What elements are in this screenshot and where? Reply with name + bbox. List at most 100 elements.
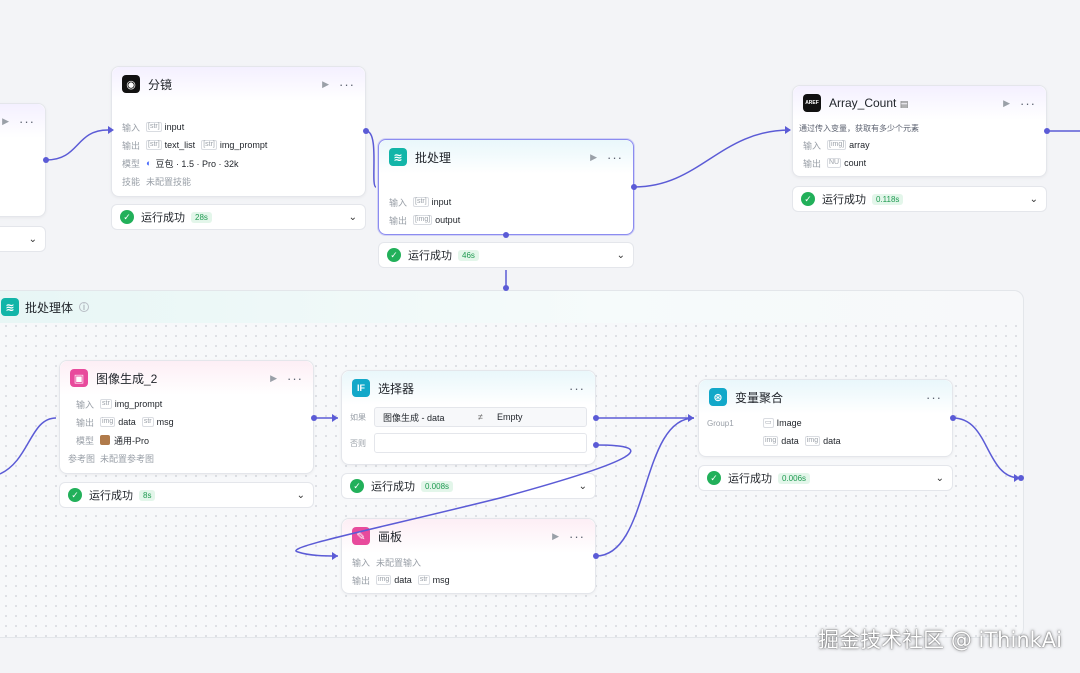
output-label: 输出 xyxy=(352,575,371,586)
chevron-down-icon[interactable]: ⌄ xyxy=(935,472,944,484)
wire xyxy=(365,130,377,188)
output-var: data xyxy=(118,417,136,427)
input-label: 输入 xyxy=(76,399,95,410)
type-tag: [img] xyxy=(827,140,847,150)
chevron-down-icon[interactable]: ⌄ xyxy=(28,233,37,245)
output-label: 输出 xyxy=(389,215,408,226)
output-port[interactable] xyxy=(43,157,49,163)
node-title-text: Array_Count xyxy=(829,96,897,110)
node-title: 分镜 xyxy=(148,77,173,92)
output-port[interactable] xyxy=(311,415,317,421)
output-var: img_prompt xyxy=(219,140,268,150)
model-icon: ◐ xyxy=(146,158,152,168)
type-tag: img xyxy=(376,575,392,585)
node-title: 选择器 xyxy=(378,381,415,396)
more-icon[interactable]: ··· xyxy=(926,389,942,405)
status-time: 28s xyxy=(191,211,212,223)
chevron-down-icon[interactable]: ⌄ xyxy=(1029,193,1038,205)
play-icon[interactable]: ▶ xyxy=(590,151,597,162)
status-time: 8s xyxy=(139,489,156,501)
status-aggregate[interactable]: ✓ 运行成功 0.006s ⌄ xyxy=(698,465,953,491)
model-value: 豆包 · 1.5 · Pro · 32k xyxy=(155,158,239,169)
node-title: 图像生成_2 xyxy=(96,371,158,386)
check-circle-icon: ✓ xyxy=(350,479,364,493)
group-top-port[interactable] xyxy=(503,285,509,291)
play-icon[interactable]: ▶ xyxy=(322,78,329,89)
status-text: 运行成功 xyxy=(822,194,866,206)
output-port[interactable] xyxy=(631,184,637,190)
more-icon[interactable]: ··· xyxy=(569,528,585,544)
else-row[interactable] xyxy=(374,433,587,453)
play-icon[interactable]: ▶ xyxy=(2,115,9,126)
merge-icon: ⊛ xyxy=(709,388,727,406)
model-thumbnail xyxy=(100,435,110,445)
condition-left: 图像生成 - data xyxy=(383,412,445,423)
output-var: data xyxy=(394,575,412,585)
status-time: 0.118s xyxy=(872,193,904,205)
node-selector[interactable]: IF 选择器 ··· 如果 图像生成 - data ≠ Empty 否则 xyxy=(341,370,596,465)
doc-icon[interactable]: ▤ xyxy=(899,99,909,109)
type-tag: [img] xyxy=(413,215,433,225)
arrow-head xyxy=(785,126,791,134)
if-label: 如果 xyxy=(350,412,366,422)
output-label: 输出 xyxy=(76,417,95,428)
status-batch[interactable]: ✓ 运行成功 46s ⌄ xyxy=(378,242,634,268)
info-icon[interactable]: i xyxy=(79,302,90,312)
more-icon[interactable]: ··· xyxy=(287,370,303,386)
output-port[interactable] xyxy=(593,553,599,559)
watermark: 掘金技术社区 @ iThinkAi xyxy=(818,628,1062,652)
node-batch[interactable]: ≋ 批处理 ▶ ··· 输入[str]input 输出[img]output xyxy=(378,139,634,235)
condition-right: Empty xyxy=(496,412,523,422)
status-storyboard[interactable]: ✓ 运行成功 28s ⌄ xyxy=(111,204,366,230)
layers-icon: ≋ xyxy=(1,298,19,316)
else-output-port[interactable] xyxy=(593,442,599,448)
output-label: 输出 xyxy=(122,140,141,151)
partial-node-left[interactable]: ▶ ··· xyxy=(0,103,46,217)
more-icon[interactable]: ··· xyxy=(339,76,355,92)
play-icon[interactable]: ▶ xyxy=(270,372,277,383)
more-icon[interactable]: ··· xyxy=(1020,95,1036,111)
condition-row[interactable]: 图像生成 - data ≠ Empty xyxy=(374,407,587,427)
more-icon[interactable]: ··· xyxy=(607,149,623,165)
check-circle-icon: ✓ xyxy=(801,192,815,206)
check-circle-icon: ✓ xyxy=(707,471,721,485)
if-output-port[interactable] xyxy=(593,415,599,421)
output-port[interactable] xyxy=(950,415,956,421)
partial-status-left[interactable]: ⌄ xyxy=(0,226,46,252)
more-icon[interactable]: ··· xyxy=(19,113,35,129)
model-value: 通用-Pro xyxy=(114,435,150,446)
status-array-count[interactable]: ✓ 运行成功 0.118s ⌄ xyxy=(792,186,1047,212)
more-icon[interactable]: ··· xyxy=(569,380,585,396)
wire xyxy=(633,129,791,188)
type-tag: img xyxy=(763,436,779,446)
aggregate-item: Image xyxy=(776,418,802,428)
output-var: msg xyxy=(156,417,174,427)
batch-bottom-port[interactable] xyxy=(503,232,509,238)
group-end-port[interactable] xyxy=(1018,475,1024,481)
chevron-down-icon[interactable]: ⌄ xyxy=(348,211,357,223)
status-selector[interactable]: ✓ 运行成功 0.008s ⌄ xyxy=(341,473,596,499)
play-icon[interactable]: ▶ xyxy=(1003,97,1010,108)
type-tag: img xyxy=(804,436,821,446)
wire xyxy=(45,129,109,161)
input-var: img_prompt xyxy=(114,399,163,409)
output-port[interactable] xyxy=(363,128,369,134)
output-port[interactable] xyxy=(1044,128,1050,134)
status-image-gen[interactable]: ✓ 运行成功 8s ⌄ xyxy=(59,482,314,508)
input-label: 输入 xyxy=(389,197,408,208)
play-icon[interactable]: ▶ xyxy=(552,530,559,541)
chevron-down-icon[interactable]: ⌄ xyxy=(578,480,587,492)
node-storyboard[interactable]: ◉ 分镜 ▶ ··· 输入[str]input 输出[str]text_list… xyxy=(111,66,366,197)
chevron-down-icon[interactable]: ⌄ xyxy=(616,249,625,261)
chevron-down-icon[interactable]: ⌄ xyxy=(296,489,305,501)
status-time: 0.008s xyxy=(421,480,454,492)
skill-label: 技能 xyxy=(122,176,141,187)
type-tag: str xyxy=(100,399,112,409)
node-array-count[interactable]: AREF Array_Count ▤ ▶ ··· 通过传入变量，获取有多少个元素… xyxy=(792,85,1047,177)
type-tag: img xyxy=(100,417,116,427)
type-tag: [str] xyxy=(413,197,429,207)
